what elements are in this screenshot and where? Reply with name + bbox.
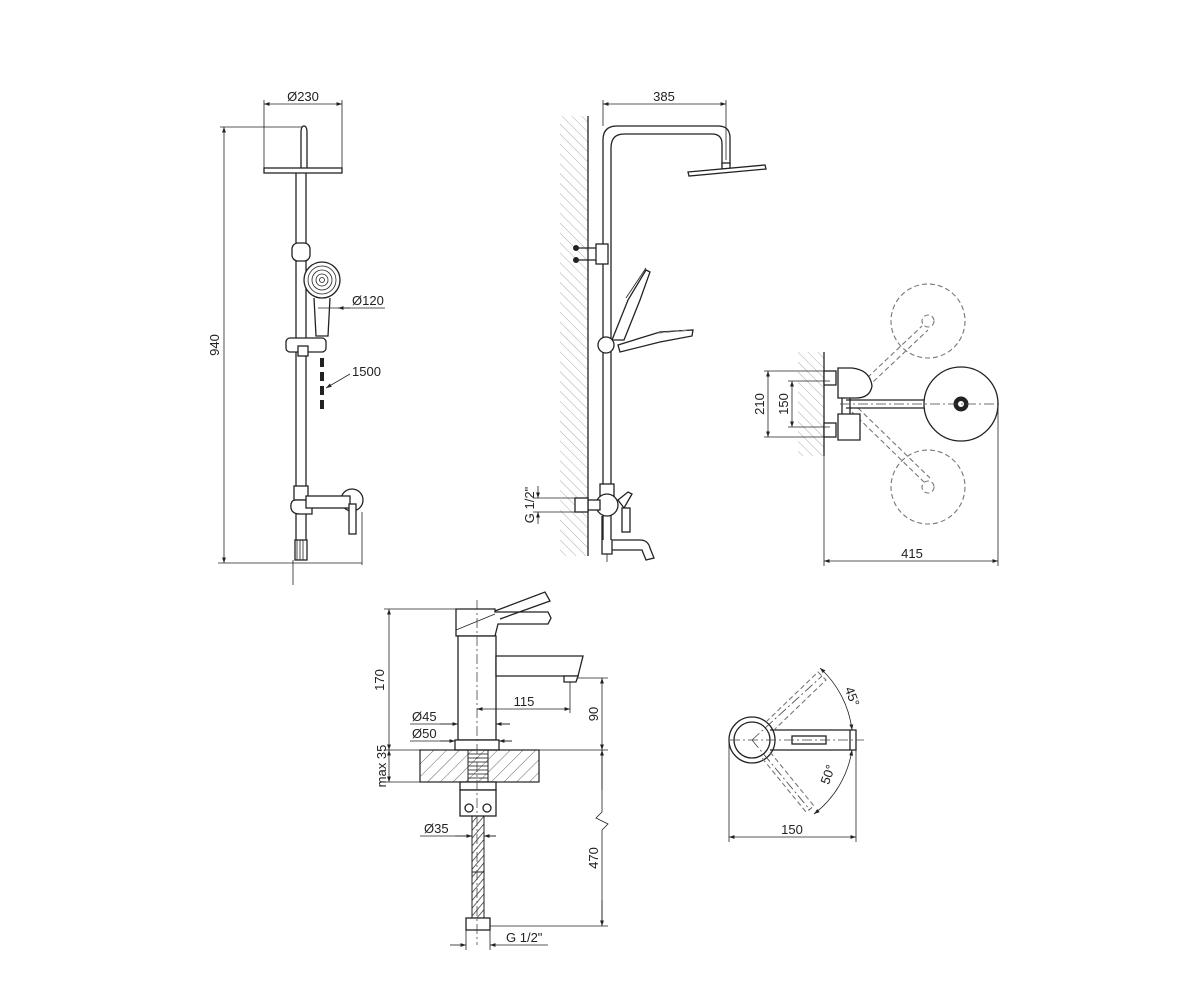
dim-spout-reach: 115: [514, 694, 535, 709]
basin-spout: [495, 655, 584, 677]
dim-body-diameter: Ø45: [412, 709, 437, 724]
side-upper-bracket: [595, 243, 609, 265]
mixer-body: [305, 495, 351, 509]
dim-angle-cold: 50°: [817, 763, 838, 787]
side-rain-head: [687, 164, 767, 177]
hand-shower-alt-upper: [890, 283, 966, 359]
basin-mixer-front: 170 115 90 Ø45 Ø50 max 35 Ø35: [372, 591, 609, 950]
dim-spout-height: 90: [586, 707, 601, 721]
dim-deck-thickness: max 35: [374, 745, 389, 788]
dim-hand-shower-diameter: Ø120: [352, 293, 384, 308]
upper-wall-bracket: [291, 242, 311, 262]
hose-connector: [465, 917, 491, 931]
basin-mixer-top: 45° 50° 150: [728, 667, 864, 842]
dim-height: 940: [207, 334, 222, 356]
front-view: Ø230 940 Ø120 1500: [207, 89, 385, 585]
dim-inlet-thread: G 1/2": [522, 486, 537, 523]
supply-hose: [471, 815, 485, 873]
top-wall-hatch: [798, 352, 824, 456]
dim-angle-hot: 45°: [842, 685, 863, 709]
dim-basin-height: 170: [372, 669, 387, 691]
dim-head-diameter: Ø230: [287, 89, 319, 104]
side-tub-spout: [601, 516, 655, 561]
dim-base-diameter: Ø50: [412, 726, 437, 741]
dim-top-width: 415: [901, 546, 923, 561]
rain-head-arm: [300, 125, 308, 168]
dim-arm-reach: 385: [653, 89, 675, 104]
rain-head-plate: [263, 167, 343, 174]
top-mixer: [837, 413, 861, 441]
mixer-lever: [348, 503, 357, 535]
hand-shower-head: [303, 261, 341, 299]
side-hand-shower: [611, 269, 651, 341]
side-slide-holder: [597, 336, 615, 354]
dim-hose-length: 1500: [352, 364, 381, 379]
basin-lever: [455, 608, 552, 637]
dim-hose-thread: G 1/2": [506, 930, 543, 945]
top-upper-bracket: [837, 367, 873, 399]
side-view: 385 G 1/2": [522, 89, 767, 562]
top-view: 210 150 415: [752, 283, 1000, 566]
wall-hatch: [560, 116, 588, 556]
dim-top-height-outer: 210: [752, 393, 767, 415]
tub-spout: [294, 539, 308, 561]
hand-shower-handle: [313, 297, 331, 337]
basin-shank: [467, 749, 489, 783]
basin-body: [457, 635, 497, 741]
dim-shank-diameter: Ø35: [424, 821, 449, 836]
dim-top-height-inner: 150: [776, 393, 791, 415]
side-riser-arm: [602, 125, 731, 540]
mounting-nut: [459, 789, 497, 817]
side-mixer-lever: [621, 507, 631, 533]
dim-hose-length-basin: 470: [586, 847, 601, 869]
dim-basin-top-depth: 150: [781, 822, 803, 837]
hand-shower-alt-lower: [890, 449, 966, 525]
